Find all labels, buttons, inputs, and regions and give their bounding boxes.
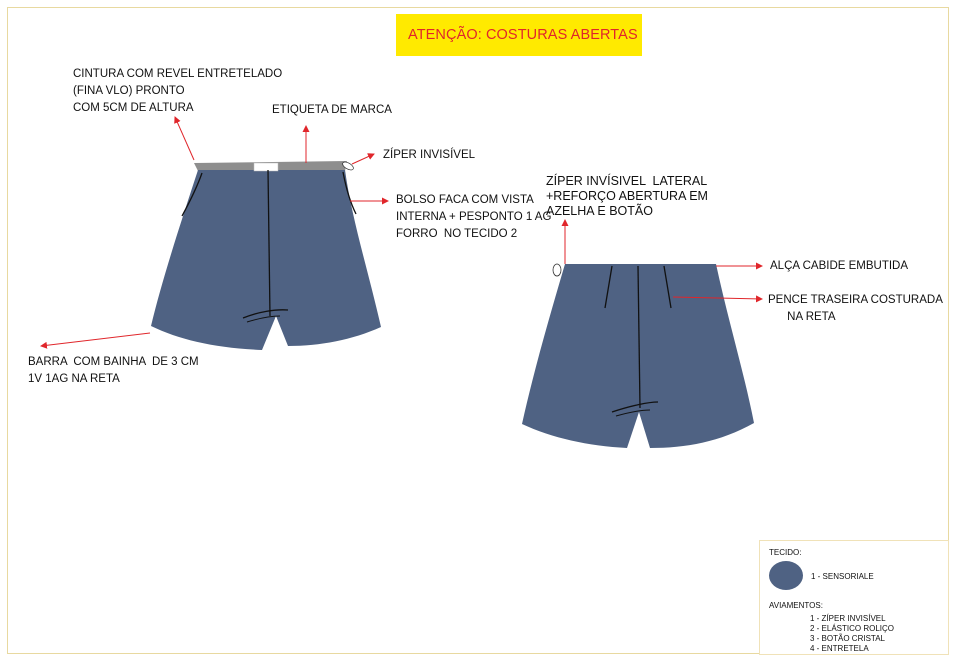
page-frame [7, 7, 949, 654]
back-crotch-line [611, 401, 659, 413]
trims-title: AVIAMENTOS: [769, 601, 823, 610]
note-zipper: ZÍPER INVISÍVEL [383, 149, 476, 161]
front-crotch-line-2 [246, 315, 281, 323]
arrow-dart [672, 295, 763, 303]
arrow-zipper [351, 153, 375, 165]
arrow-hem [40, 332, 151, 349]
right-pocket-line [342, 171, 357, 215]
note-side-zipper: ZÍPER INVÍSIVEL LATERAL +REFORÇO ABERTUR… [546, 174, 708, 218]
note-hanger-loop: ALÇA CABIDE EMBUTIDA [770, 260, 909, 272]
back-left-dart [604, 265, 613, 309]
back-crotch-line-2 [615, 409, 651, 417]
trim-item: 3 - BOTÃO CRISTAL [810, 634, 885, 643]
note-hem: BARRA COM BAINHA DE 3 CM 1V 1AG NA RETA [28, 356, 199, 385]
warning-banner-text: ATENÇÃO: COSTURAS ABERTAS [408, 27, 638, 43]
front-shorts-body [151, 170, 381, 350]
warning-banner: ATENÇÃO: COSTURAS ABERTAS [396, 14, 642, 56]
fabric-title: TECIDO: [769, 548, 802, 557]
fabric-item: 1 - SENSORIALE [811, 572, 874, 581]
left-pocket-line [181, 172, 203, 217]
note-dart: PENCE TRASEIRA COSTURADA NA RETA [768, 294, 943, 323]
back-center-seam [637, 265, 641, 409]
arrow-waistband [174, 116, 195, 161]
back-shorts-body [522, 264, 754, 448]
note-brand-label: ETIQUETA DE MARCA [272, 104, 392, 116]
front-shorts [151, 161, 381, 350]
zipper-pull-icon [342, 161, 354, 171]
button-loop-icon [552, 263, 562, 277]
back-shorts [522, 263, 754, 448]
trim-item: 4 - ENTRETELA [810, 644, 869, 653]
materials-legend: TECIDO: 1 - SENSORIALE AVIAMENTOS: 1 - Z… [759, 540, 949, 655]
trim-item: 1 - ZÍPER INVISÍVEL [810, 614, 886, 623]
callout-arrows [40, 116, 763, 349]
fabric-swatch [769, 561, 803, 590]
brand-label-tab [253, 162, 279, 172]
front-fly-stitch [267, 169, 271, 317]
note-pocket: BOLSO FACA COM VISTA INTERNA + PESPONTO … [396, 194, 552, 240]
front-crotch-line [242, 309, 289, 319]
back-right-dart [663, 265, 672, 309]
trim-item: 2 - ELÁSTICO ROLIÇO [810, 624, 895, 633]
note-waistband: CINTURA COM REVEL ENTRETELADO (FINA VLO)… [73, 68, 283, 114]
